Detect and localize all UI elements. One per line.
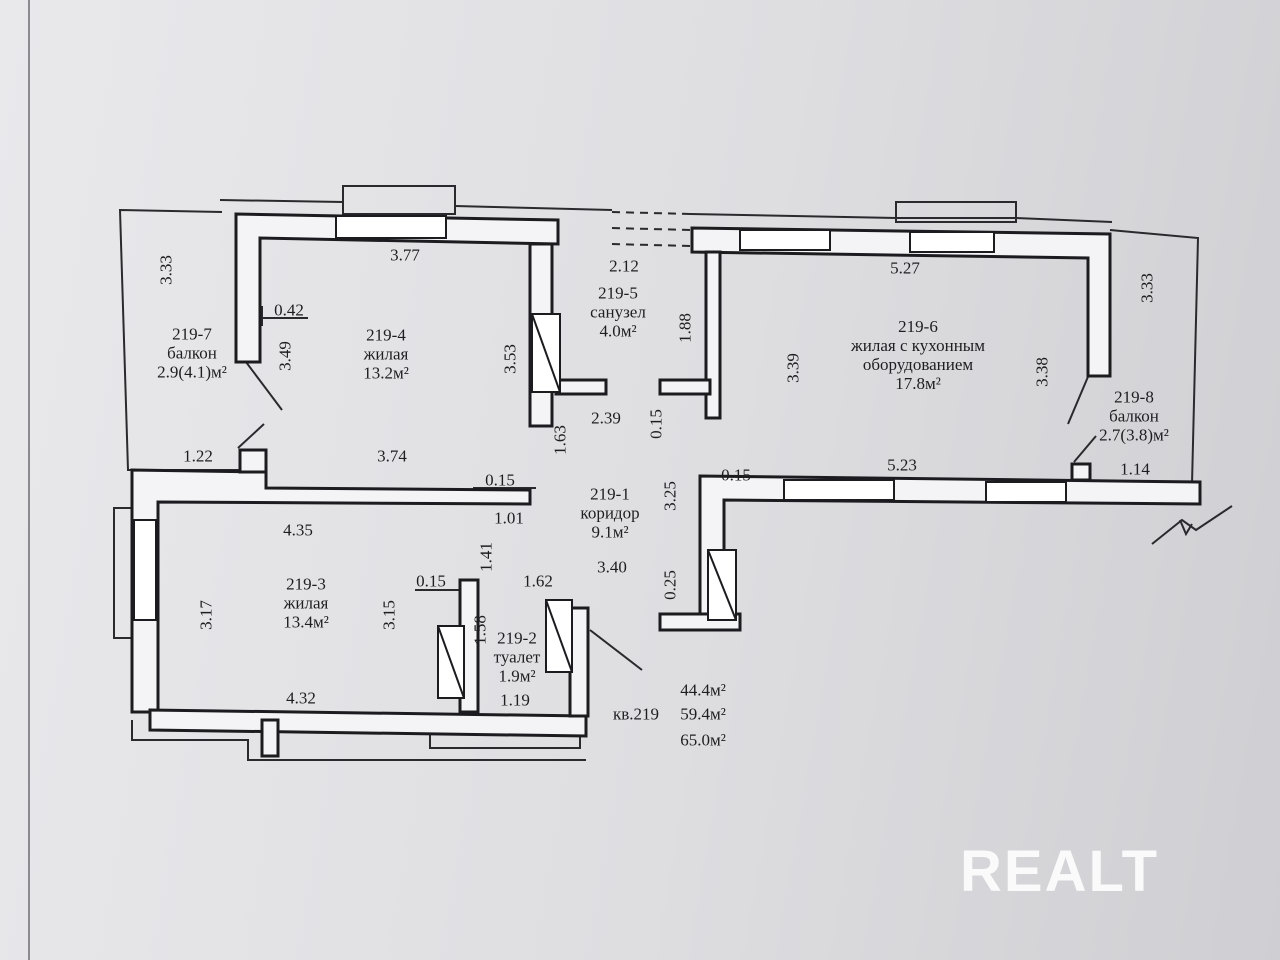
top-outline-mid xyxy=(454,205,613,211)
room-219-4-area: 13.2м² xyxy=(363,363,409,383)
room-219-3-name: жилая xyxy=(283,593,329,613)
dim-label: 0.15 xyxy=(646,409,666,439)
apartment-area-1: 44.4м² xyxy=(680,680,726,700)
room-219-1-area: 9.1м² xyxy=(591,522,629,542)
room-219-6-name-1: жилая с кухонным xyxy=(851,335,985,355)
dim-label: 3.25 xyxy=(660,481,680,511)
room-219-2-area: 1.9м² xyxy=(498,666,536,686)
room-219-5-area: 4.0м² xyxy=(599,321,637,341)
window-room-219-4 xyxy=(335,215,447,239)
dim-label: 1.58 xyxy=(470,615,490,645)
room-219-8-id: 219-8 xyxy=(1114,387,1154,407)
window-room-219-6-a xyxy=(739,229,831,251)
dim-label: 1.41 xyxy=(476,542,496,572)
dim-label: 0.15 xyxy=(416,571,446,591)
wall-top-left xyxy=(234,212,560,364)
page-margin-line xyxy=(28,0,30,960)
dim-label: 3.33 xyxy=(156,255,176,285)
dim-label: 1.14 xyxy=(1120,459,1150,479)
balcony-219-8-outline xyxy=(1109,229,1200,485)
room-219-8-label: 219-8 балкон 2.7(3.8)м² xyxy=(1099,387,1169,444)
room-219-2-label: 219-2 туалет 1.9м² xyxy=(494,628,541,685)
window-corridor-bottom xyxy=(783,479,895,501)
room-219-5-name: санузел xyxy=(590,302,646,322)
dim-label: 3.38 xyxy=(1032,357,1052,387)
room-219-3-area: 13.4м² xyxy=(283,612,329,632)
room-219-5-label: 219-5 санузел 4.0м² xyxy=(590,283,646,340)
dim-label: 5.27 xyxy=(890,258,920,278)
dim-label: 3.39 xyxy=(783,353,803,383)
dim-label: 4.35 xyxy=(283,520,313,540)
room-219-7-name: балкон xyxy=(167,343,217,363)
dim-label: 0.15 xyxy=(721,465,751,485)
room-219-7-id: 219-7 xyxy=(172,324,212,344)
dim-label: 0.15 xyxy=(485,470,515,490)
bottom-outline xyxy=(131,720,586,761)
room-219-1-label: 219-1 коридор 9.1м² xyxy=(580,484,639,541)
window-corridor-bottom-2 xyxy=(985,481,1067,503)
dim-label: 3.40 xyxy=(597,557,627,577)
room-219-6-id: 219-6 xyxy=(898,316,938,336)
room-219-6-area: 17.8м² xyxy=(895,374,941,394)
room-219-3-label: 219-3 жилая 13.4м² xyxy=(283,574,329,631)
dim-label: 5.23 xyxy=(887,455,917,475)
stair-cut-lines xyxy=(1151,505,1233,545)
dim-label: 3.74 xyxy=(377,446,407,466)
room-219-5-id: 219-5 xyxy=(598,283,638,303)
window-room-219-3 xyxy=(133,519,157,621)
wall-right-lower xyxy=(698,474,1202,622)
dim-label: 2.12 xyxy=(609,256,639,276)
room-219-3-id: 219-3 xyxy=(286,574,326,594)
room-219-1-id: 219-1 xyxy=(590,484,630,504)
room-219-4-label: 219-4 жилая 13.2м² xyxy=(363,325,409,382)
apartment-area-3: 65.0м² xyxy=(680,730,726,750)
window-room-219-6-b xyxy=(909,231,995,253)
room-219-7-label: 219-7 балкон 2.9(4.1)м² xyxy=(157,324,227,381)
dim-label: 1.19 xyxy=(500,690,530,710)
dim-label: 1.62 xyxy=(523,571,553,591)
left-window-bump xyxy=(113,507,133,639)
apartment-area-2: 59.4м² xyxy=(680,704,726,724)
room-219-8-name: балкон xyxy=(1109,406,1159,426)
room-219-1-name: коридор xyxy=(580,503,640,523)
window-bump-right xyxy=(895,201,1017,223)
top-outline-left xyxy=(219,199,344,203)
room-219-7-area: 2.9(4.1)м² xyxy=(157,362,227,382)
dim-label: 1.63 xyxy=(550,425,570,455)
room-219-4-id: 219-4 xyxy=(366,325,406,345)
room-219-8-area: 2.7(3.8)м² xyxy=(1099,425,1169,445)
dim-label: 0.42 xyxy=(274,300,304,320)
wall-sanuzel-right xyxy=(704,250,722,420)
dim-label: 3.53 xyxy=(500,344,520,374)
room-219-4-name: жилая xyxy=(363,344,409,364)
room-219-2-id: 219-2 xyxy=(497,628,537,648)
realt-watermark: REALT xyxy=(960,839,1160,904)
wall-bottom xyxy=(148,708,588,738)
apartment-label: кв.219 xyxy=(612,704,660,724)
dim-label: 3.33 xyxy=(1137,273,1157,303)
dim-label: 3.77 xyxy=(390,245,420,265)
wall-mid-horizontal xyxy=(130,468,532,714)
room-219-6-label: 219-6 жилая с кухонным оборудованием 17.… xyxy=(851,317,985,393)
room-219-2-name: туалет xyxy=(493,647,541,667)
dim-label: 1.22 xyxy=(183,446,213,466)
wall-top-right xyxy=(690,226,1112,378)
dim-label: 3.15 xyxy=(379,600,399,630)
dim-label: 2.39 xyxy=(591,408,621,428)
dim-label: 3.17 xyxy=(196,600,216,630)
window-bump-left xyxy=(342,185,456,215)
dim-label: 1.88 xyxy=(675,313,695,343)
top-outline-right xyxy=(689,213,1113,223)
room-219-6-name-2: оборудованием xyxy=(862,355,974,374)
dim-label: 4.32 xyxy=(286,688,316,708)
dim-label: 1.01 xyxy=(494,508,524,528)
dim-label: 0.25 xyxy=(660,570,680,600)
dim-label: 3.49 xyxy=(275,341,295,371)
